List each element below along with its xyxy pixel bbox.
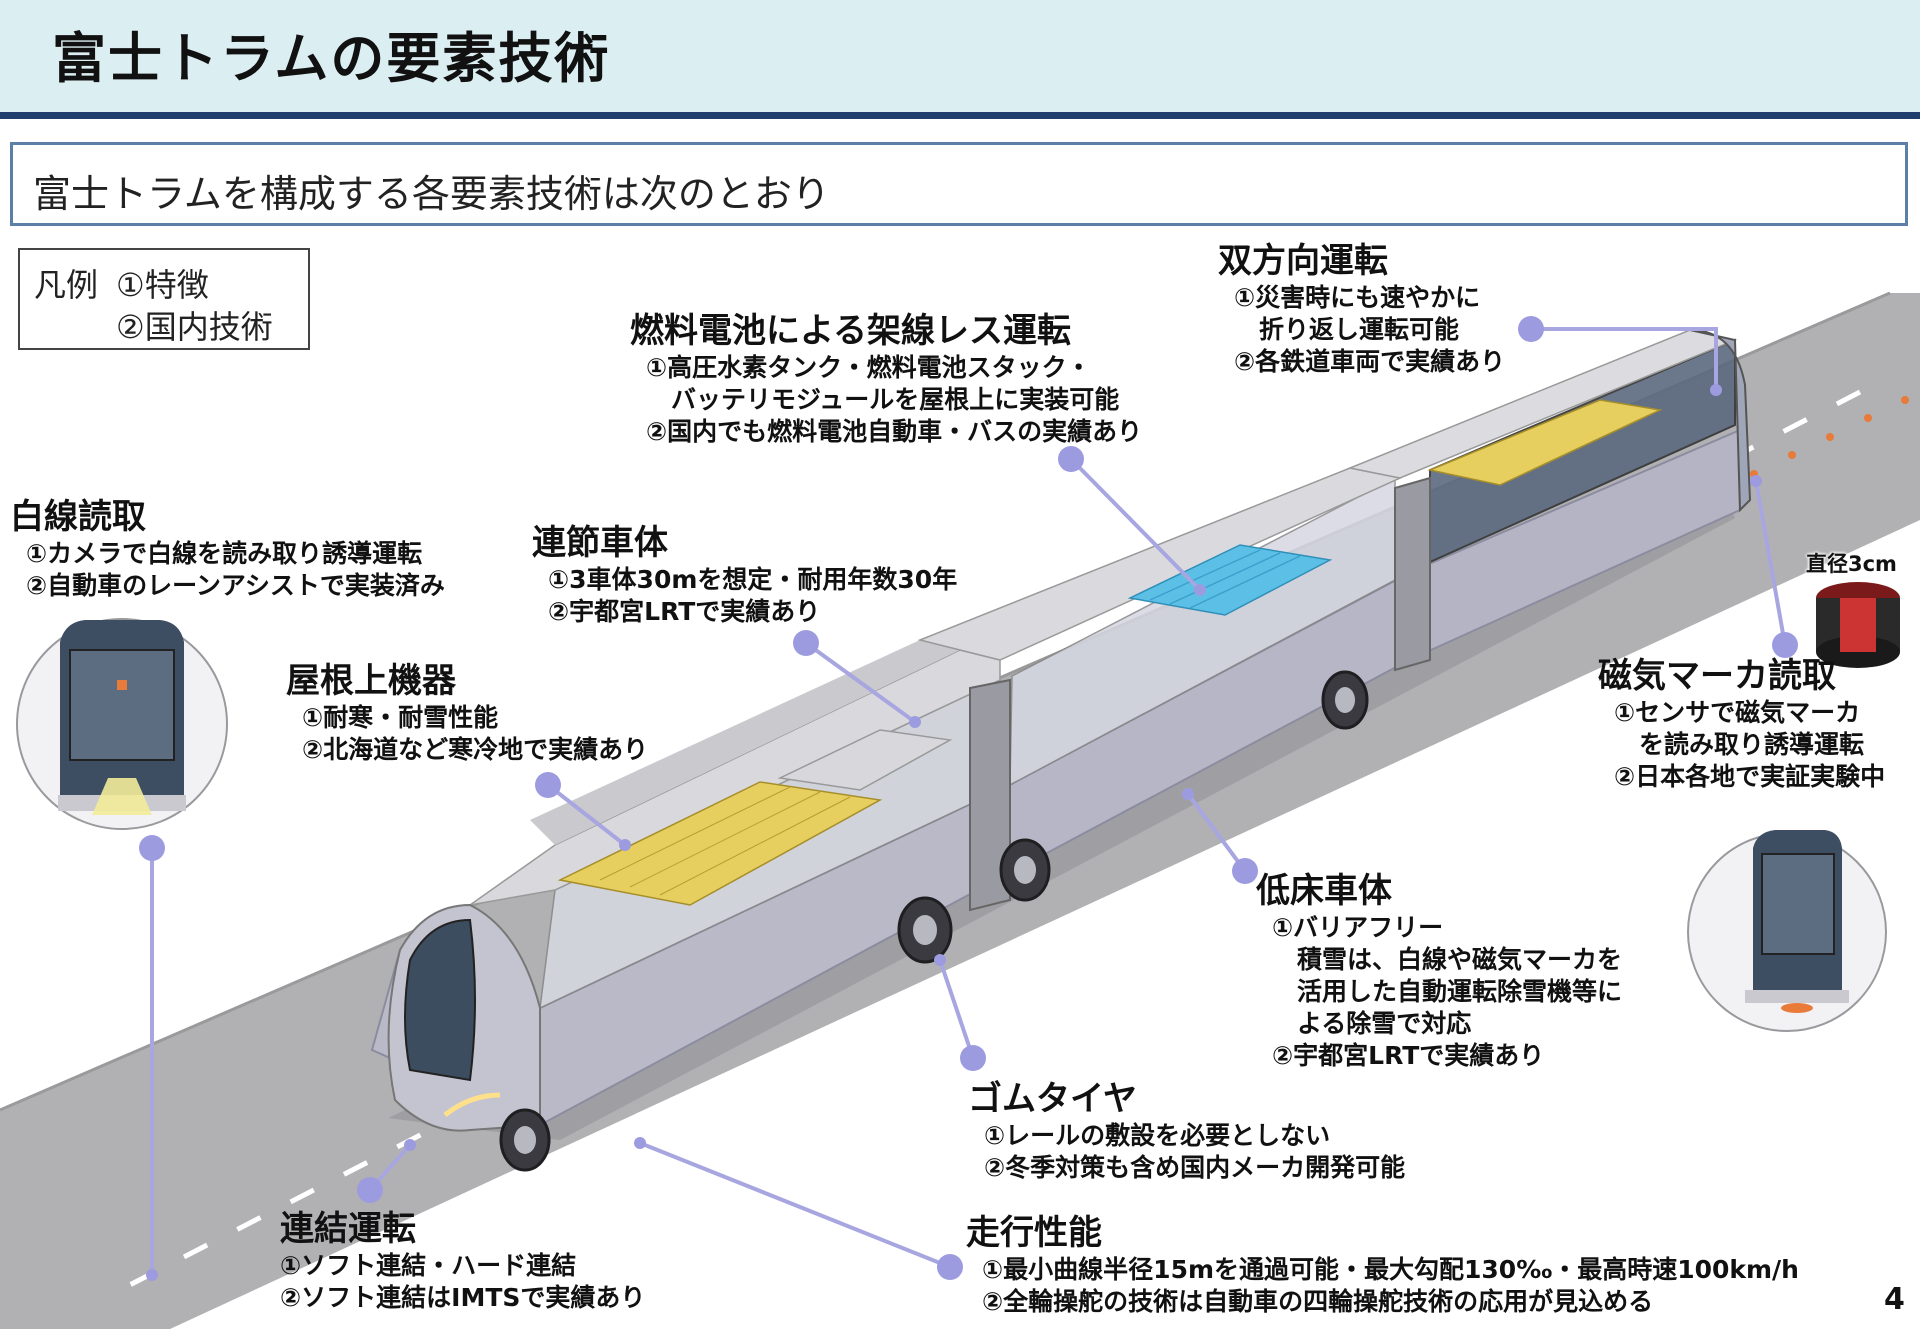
legend-item-domestic: ②国内技術 — [116, 308, 273, 346]
label-title: 白線読取 — [10, 497, 146, 537]
page-title: 富士トラムの要素技術 — [52, 27, 611, 90]
label-line: ②自動車のレーンアシストで実装済み — [26, 571, 445, 600]
label-line: 折り返し運転可能 — [1234, 315, 1460, 344]
label-line: ②各鉄道車両で実績あり — [1234, 347, 1506, 376]
label-title: 燃料電池による架線レス運転 — [630, 311, 1071, 351]
label-title: 低床車体 — [1256, 871, 1392, 911]
magnet-size-label: 直径3cm — [1806, 552, 1897, 576]
magnet-sensor-view-icon — [1687, 830, 1887, 1032]
label-line: ①高圧水素タンク・燃料電池スタック・ — [646, 353, 1092, 382]
tram-body — [370, 329, 1752, 1172]
label-line: ①耐寒・耐雪性能 — [302, 703, 499, 732]
hydrogen-tanks — [1127, 544, 1333, 616]
label-line: ①センサで磁気マーカ — [1614, 698, 1861, 727]
label-line: ②ソフト連結はIMTSで実績あり — [280, 1283, 646, 1312]
label-title: 屋根上機器 — [286, 661, 456, 701]
label-tire: ゴムタイヤ ①レールの敷設を必要としない ②冬季対策も含め国内メーカ開発可能 — [968, 1078, 1405, 1184]
label-hakusen: 白線読取 ①カメラで白線を読み取り誘導運転 ②自動車のレーンアシストで実装済み — [10, 496, 445, 602]
label-line: ②日本各地で実証実験中 — [1614, 762, 1886, 791]
roof-battery-front — [557, 781, 883, 906]
label-line: ①3車体30mを想定・耐用年数30年 — [548, 565, 958, 594]
connector-dots — [139, 316, 1798, 1280]
label-renketsu-body: 連節車体 ①3車体30mを想定・耐用年数30年 ②宇都宮LRTで実績あり — [532, 522, 957, 628]
label-roof: 屋根上機器 ①耐寒・耐雪性能 ②北海道など寒冷地で実績あり — [286, 660, 648, 766]
label-line: ①災害時にも速やかに — [1234, 283, 1481, 312]
label-line: ②北海道など寒冷地で実績あり — [302, 735, 649, 764]
label-line: ①カメラで白線を読み取り誘導運転 — [26, 539, 423, 568]
tram-diagram — [0, 236, 1920, 1329]
legend-box: 凡例 ①特徴 ②国内技術 — [18, 248, 310, 350]
header-divider — [0, 112, 1920, 119]
subtitle-box: 富士トラムを構成する各要素技術は次のとおり — [10, 142, 1908, 226]
label-line: ①ソフト連結・ハード連結 — [280, 1251, 577, 1280]
label-title: 双方向運転 — [1218, 241, 1388, 281]
label-line: よる除雪で対応 — [1272, 1009, 1472, 1038]
label-title: 連結運転 — [280, 1209, 416, 1249]
label-line: ②冬季対策も含め国内メーカ開発可能 — [984, 1153, 1406, 1182]
subtitle-text: 富士トラムを構成する各要素技術は次のとおり — [33, 172, 830, 216]
label-lowfloor: 低床車体 ①バリアフリー 積雪は、白線や磁気マーカを 活用した自動運転除雪機等に… — [1256, 870, 1622, 1072]
label-bidir: 双方向運転 ①災害時にも速やかに 折り返し運転可能 ②各鉄道車両で実績あり — [1218, 240, 1505, 378]
magnetic-marker-icon — [1816, 582, 1900, 668]
label-title: 走行性能 — [966, 1213, 1102, 1253]
label-line: 積雪は、白線や磁気マーカを — [1272, 945, 1623, 974]
label-line: を読み取り誘導運転 — [1614, 730, 1865, 759]
label-coupling: 連結運転 ①ソフト連結・ハード連結 ②ソフト連結はIMTSで実績あり — [280, 1208, 645, 1314]
legend-item-feature: ①特徴 — [116, 266, 209, 304]
label-line: ②宇都宮LRTで実績あり — [1272, 1041, 1545, 1070]
label-line: 活用した自動運転除雪機等に — [1272, 977, 1623, 1006]
label-title: 連節車体 — [532, 523, 668, 563]
label-fuel: 燃料電池による架線レス運転 ①高圧水素タンク・燃料電池スタック・ バッテリモジュ… — [630, 310, 1142, 448]
label-line: ①最小曲線半径15mを通過可能・最大勾配130‰・最高時速100km/h — [982, 1255, 1799, 1284]
connector-lines — [150, 327, 1787, 1275]
tram-illustration — [0, 291, 1920, 1329]
page-number: 4 — [1884, 1282, 1905, 1317]
label-line: ①レールの敷設を必要としない — [984, 1121, 1331, 1150]
label-running: 走行性能 ①最小曲線半径15mを通過可能・最大勾配130‰・最高時速100km/… — [966, 1212, 1799, 1318]
roof-battery-rear — [1427, 399, 1663, 486]
label-title: 磁気マーカ読取 — [1598, 656, 1836, 696]
header-bar: 富士トラムの要素技術 — [0, 0, 1920, 112]
label-line: ②全輪操舵の技術は自動車の四輪操舵技術の応用が見込める — [982, 1287, 1654, 1316]
label-line: バッテリモジュールを屋根上に実装可能 — [646, 385, 1120, 414]
camera-view-icon — [16, 618, 228, 830]
legend-prefix: 凡例 — [34, 266, 99, 304]
label-title: ゴムタイヤ — [968, 1079, 1137, 1119]
label-magnet: 磁気マーカ読取 ①センサで磁気マーカ を読み取り誘導運転 ②日本各地で実証実験中 — [1598, 655, 1885, 793]
label-line: ②国内でも燃料電池自動車・バスの実績あり — [646, 417, 1143, 446]
label-line: ①バリアフリー — [1272, 913, 1444, 942]
label-line: ②宇都宮LRTで実績あり — [548, 597, 821, 626]
